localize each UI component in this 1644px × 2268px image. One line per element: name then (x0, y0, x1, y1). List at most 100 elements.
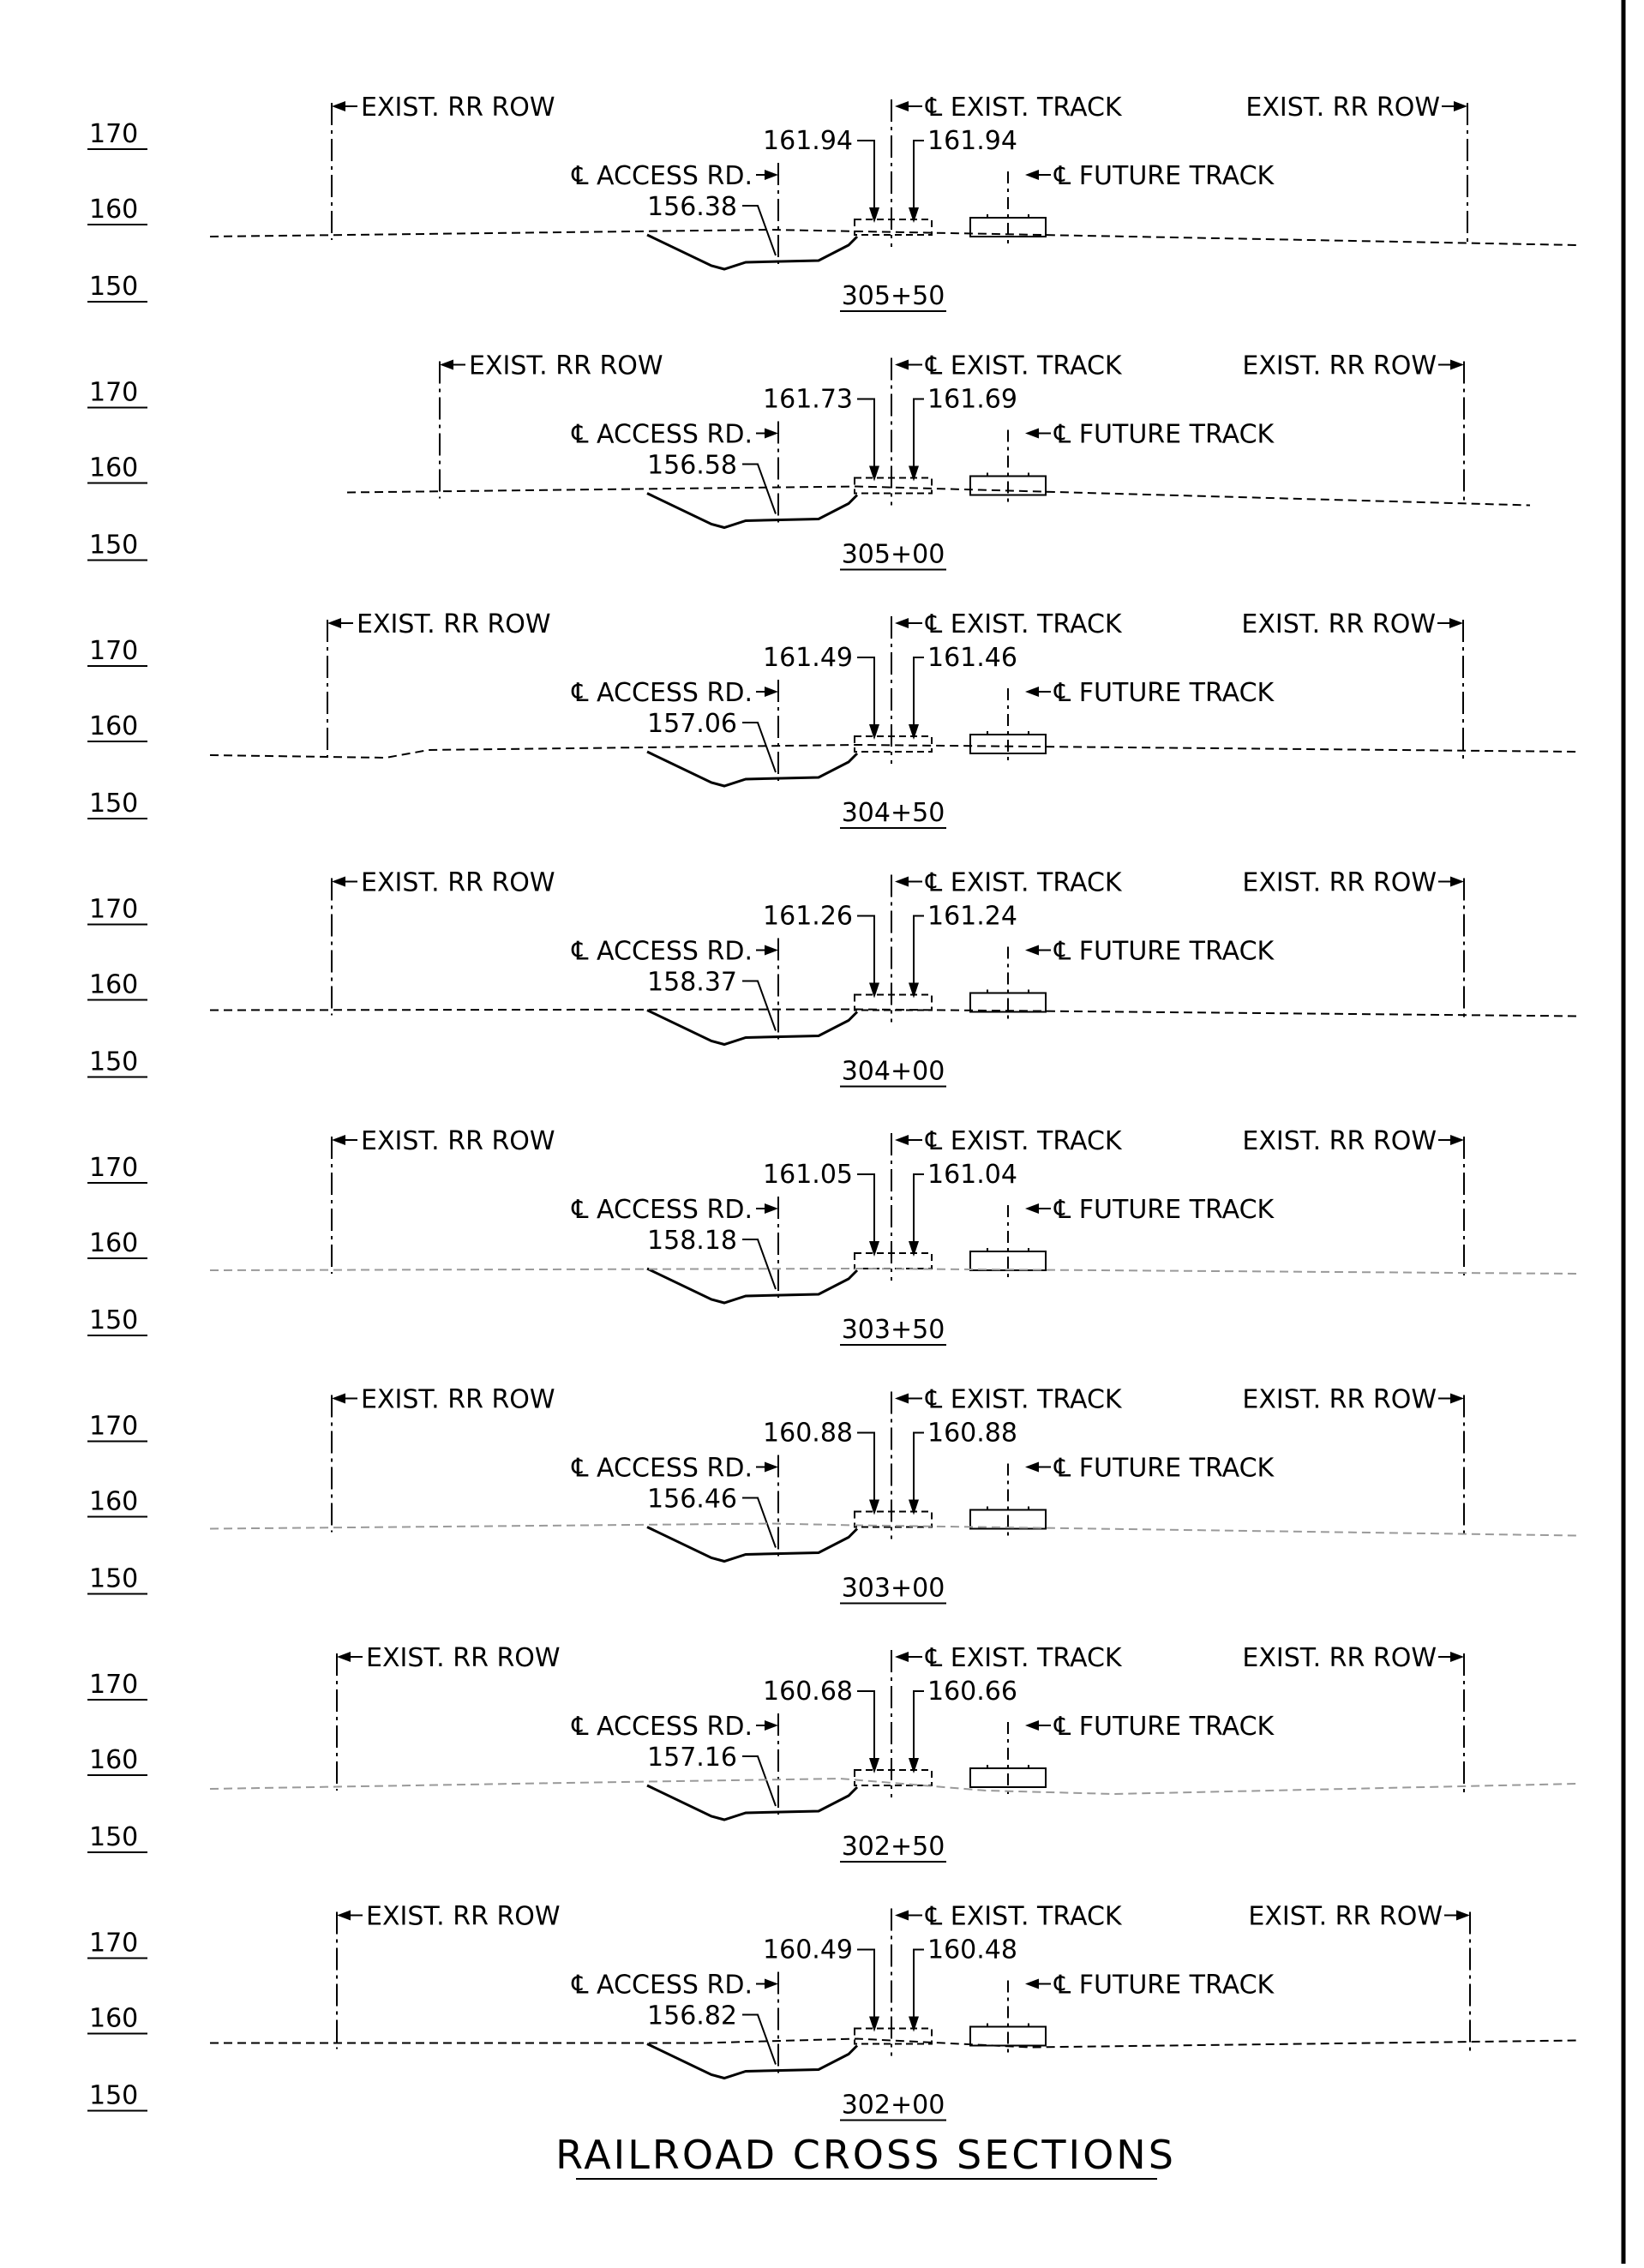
track-right-arrow (909, 1499, 919, 1515)
future-track-arrow (1025, 1978, 1039, 1989)
elevation-label-150: 150 (89, 272, 138, 302)
track-left-elevation: 160.49 (763, 1935, 853, 1965)
access-road-profile (646, 1009, 859, 1047)
access-road-label: ℄ ACCESS RD. (571, 420, 753, 450)
access-road-profile (646, 750, 859, 788)
row-right-arrow (1450, 359, 1464, 370)
track-left-arrow (869, 1241, 879, 1257)
row-left-arrow (440, 359, 453, 370)
elevation-label-160: 160 (89, 195, 138, 225)
track-left-elevation: 160.68 (763, 1677, 853, 1707)
row-right-label: EXIST. RR ROW (1248, 1902, 1443, 1932)
future-track-label: ℄ FUTURE TRACK (1053, 1454, 1275, 1484)
track-left-elevation: 161.26 (763, 902, 853, 932)
access-road-arrow (765, 170, 778, 180)
row-left-label: EXIST. RR ROW (361, 868, 555, 898)
exist-track-section (854, 1769, 933, 1786)
exist-track-section (854, 219, 933, 236)
elevation-label-160: 160 (89, 1745, 138, 1775)
access-road-profile (646, 1784, 859, 1821)
access-road-profile (646, 2043, 859, 2080)
track-right-elevation: 161.94 (927, 126, 1017, 156)
access-road-label: ℄ ACCESS RD. (571, 161, 753, 191)
track-right-leader (913, 1948, 924, 2017)
access-road-profile (646, 492, 859, 530)
access-elevation-leader (742, 2013, 777, 2065)
future-track-label: ℄ FUTURE TRACK (1053, 678, 1275, 708)
track-left-arrow (869, 1499, 879, 1515)
exist-track-section (854, 1510, 933, 1528)
track-left-arrow (869, 207, 879, 223)
row-right-arrow (1456, 1910, 1470, 1921)
elevation-label-160: 160 (89, 453, 138, 483)
station-label: 305+00 (842, 540, 945, 570)
station-label: 302+00 (842, 2091, 945, 2121)
track-left-elevation: 161.05 (763, 1160, 853, 1190)
track-left-arrow (869, 465, 879, 482)
access-road-profile (646, 233, 859, 271)
row-right-arrow (1450, 876, 1464, 887)
row-right-arrow (1450, 1393, 1464, 1404)
row-right-arrow (1454, 101, 1467, 111)
future-track-section (969, 217, 1047, 237)
elevation-label-150: 150 (89, 1822, 138, 1852)
track-right-leader (913, 398, 924, 466)
row-left-arrow (332, 101, 345, 111)
elevation-label-170: 170 (89, 1929, 138, 1959)
track-left-leader (857, 1431, 875, 1500)
exist-track-arrow (895, 359, 909, 370)
track-right-leader (913, 657, 924, 724)
track-left-elevation: 161.49 (763, 643, 853, 673)
elevation-label-170: 170 (89, 1412, 138, 1442)
existing-ground-line (209, 1522, 1578, 1537)
row-left-arrow (332, 876, 345, 887)
row-right-label: EXIST. RR ROW (1245, 93, 1440, 123)
exist-track-arrow (895, 1652, 909, 1662)
exist-track-label: ℄ EXIST. TRACK (925, 351, 1123, 381)
row-right-label: EXIST. RR ROW (1242, 868, 1437, 898)
row-right-arrow (1450, 1652, 1464, 1662)
access-road-label: ℄ ACCESS RD. (571, 1971, 753, 2001)
elevation-label-170: 170 (89, 895, 138, 925)
track-left-arrow (869, 724, 879, 740)
future-track-section (969, 475, 1047, 496)
track-right-arrow (909, 982, 919, 999)
access-elevation-leader (742, 722, 777, 773)
exist-track-arrow (895, 1135, 909, 1145)
row-left-arrow (337, 1910, 351, 1921)
track-right-elevation: 161.04 (927, 1160, 1017, 1190)
track-right-elevation: 160.48 (927, 1935, 1017, 1965)
exist-track-arrow (895, 101, 909, 111)
track-left-elevation: 160.88 (763, 1419, 853, 1449)
station-label: 305+50 (842, 281, 945, 311)
exist-track-arrow (895, 1393, 909, 1404)
access-elevation-leader (742, 205, 777, 256)
future-track-label: ℄ FUTURE TRACK (1053, 420, 1275, 450)
track-left-arrow (869, 982, 879, 999)
existing-ground-line (209, 228, 1578, 246)
track-left-leader (857, 398, 875, 466)
row-left-arrow (337, 1652, 351, 1662)
row-right-arrow (1450, 1135, 1464, 1145)
station-label: 303+50 (842, 1315, 945, 1345)
elevation-label-150: 150 (89, 2081, 138, 2111)
track-right-leader (913, 1173, 924, 1241)
elevation-label-160: 160 (89, 970, 138, 1000)
row-right-label: EXIST. RR ROW (1241, 609, 1436, 639)
access-elevation-leader (742, 463, 777, 514)
track-left-leader (857, 1173, 875, 1241)
access-road-elevation: 157.06 (647, 709, 737, 739)
track-left-elevation: 161.73 (763, 385, 853, 415)
access-road-elevation: 156.38 (647, 192, 737, 222)
access-road-arrow (765, 945, 778, 956)
future-track-section (969, 1767, 1047, 1788)
future-track-arrow (1025, 428, 1039, 439)
track-left-leader (857, 1690, 875, 1758)
future-track-arrow (1025, 687, 1039, 697)
access-road-profile (646, 1526, 859, 1563)
existing-ground-line (346, 485, 1531, 507)
